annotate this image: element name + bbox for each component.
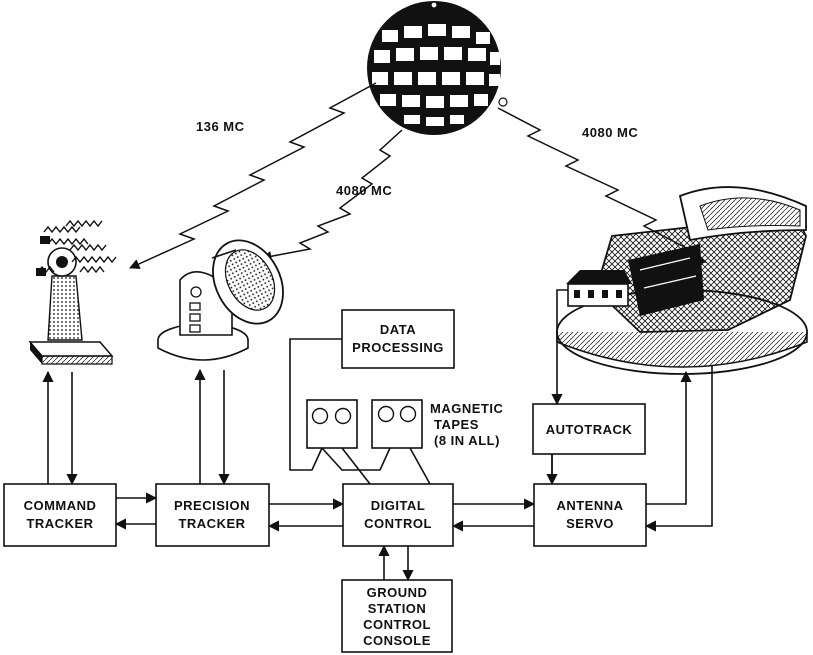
command-antenna <box>28 219 117 365</box>
command-tracker-label-2: TRACKER <box>26 516 93 531</box>
antenna-servo-label-1: ANTENNA <box>556 498 623 513</box>
magnetic-tapes-label-1: MAGNETIC <box>430 401 503 416</box>
magnetic-tapes-label: MAGNETIC TAPES (8 IN ALL) <box>430 401 503 448</box>
command-tracker-box: COMMAND TRACKER <box>3 483 117 547</box>
magnetic-tapes-label-3: (8 IN ALL) <box>434 433 500 448</box>
autotrack-box: AUTOTRACK <box>532 403 646 455</box>
magnetic-tapes-label-2: TAPES <box>434 417 479 432</box>
precision-tracker-label-2: TRACKER <box>178 516 245 531</box>
link-4080mc-middle <box>260 129 403 262</box>
digital-control-label-1: DIGITAL <box>371 498 426 513</box>
data-processing-label-1: DATA <box>380 322 416 337</box>
link-4080mc-right-label: 4080 MC <box>582 125 638 140</box>
digital-control-box: DIGITAL CONTROL <box>342 483 454 547</box>
precision-antenna <box>157 239 284 361</box>
antenna-servo-box: ANTENNA SERVO <box>533 483 647 547</box>
ground-station-label-4: CONSOLE <box>363 633 431 648</box>
link-136mc <box>129 82 377 269</box>
link-4080mc-middle-label: 4080 MC <box>336 183 392 198</box>
precision-tracker-label-1: PRECISION <box>174 498 250 513</box>
autotrack-label: AUTOTRACK <box>546 422 633 437</box>
precision-tracker-box: PRECISION TRACKER <box>155 483 270 547</box>
ground-station-label-1: GROUND <box>367 585 428 600</box>
data-processing-box: DATA PROCESSING <box>341 309 455 369</box>
ground-station-box: GROUND STATION CONTROL CONSOLE <box>341 579 453 653</box>
command-tracker-label-1: COMMAND <box>24 498 97 513</box>
connectors <box>42 289 713 582</box>
tape-unit-2 <box>371 399 423 449</box>
ground-station-label-2: STATION <box>368 601 427 616</box>
link-136mc-label: 136 MC <box>196 119 245 134</box>
ground-station-label-3: CONTROL <box>363 617 431 632</box>
data-processing-label-2: PROCESSING <box>352 340 444 355</box>
tape-unit-1 <box>306 399 358 449</box>
horn-antenna <box>556 186 808 375</box>
digital-control-label-2: CONTROL <box>364 516 432 531</box>
telstar-satellite <box>367 1 508 135</box>
antenna-servo-label-2: SERVO <box>566 516 614 531</box>
